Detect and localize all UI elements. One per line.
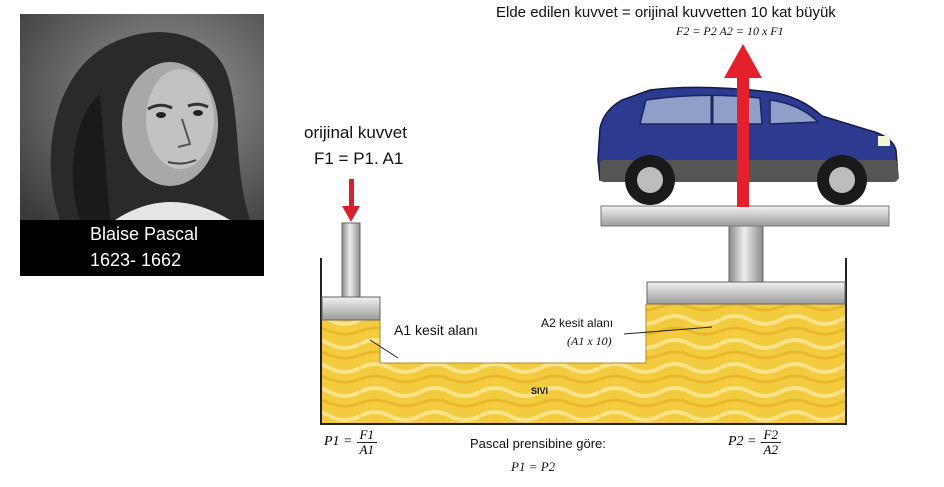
p2-equation-lhs: P2 = [728, 434, 757, 450]
p1-equation-lhs: P1 = [324, 434, 353, 450]
p2-numerator: F2 [760, 428, 781, 443]
p2-denominator: A2 [763, 441, 778, 457]
small-piston-rod [341, 222, 361, 299]
output-force-formula: F2 = P2 A2 = 10 x F1 [676, 24, 784, 38]
output-force-title: Elde edilen kuvvet = orijinal kuvvetten … [496, 4, 836, 21]
p1-equation: P1 = F1 A1 [324, 428, 377, 456]
a2-leader-line [623, 326, 713, 335]
p1-numerator: F1 [356, 428, 377, 443]
small-piston-head [321, 296, 381, 321]
original-force-title: orijinal kuvvet [304, 123, 407, 142]
portrait-years: 1623- 1662 [90, 250, 182, 270]
original-force-formula: F1 = P1. A1 [314, 149, 404, 168]
pressure-equality: P1 = P2 [511, 459, 556, 474]
fluid-label: SIVI [531, 386, 549, 396]
a1-area-label: A1 kesit alanı [394, 322, 479, 338]
a2-area-label: A2 kesit alanı [541, 316, 614, 330]
a2-area-ratio: (A1 x 10) [567, 334, 612, 348]
input-force-arrow [342, 179, 360, 222]
large-piston-rod [728, 224, 764, 283]
a1-leader-line [369, 339, 399, 359]
p1-denominator: A1 [359, 441, 374, 457]
p2-equation: P2 = F2 A2 [728, 428, 781, 456]
car-platform [600, 205, 890, 227]
p1-fraction: F1 A1 [356, 428, 377, 457]
large-piston-head [646, 281, 846, 305]
p2-fraction: F2 A2 [760, 428, 781, 457]
portrait-panel: Blaise Pascal 1623- 1662 [20, 14, 264, 276]
output-force-arrow [724, 44, 762, 207]
pascal-portrait-image [20, 14, 264, 220]
portrait-name: Blaise Pascal [90, 224, 199, 244]
container-wall [320, 258, 847, 425]
pascal-principle-label: Pascal prensibine göre: [470, 436, 606, 451]
